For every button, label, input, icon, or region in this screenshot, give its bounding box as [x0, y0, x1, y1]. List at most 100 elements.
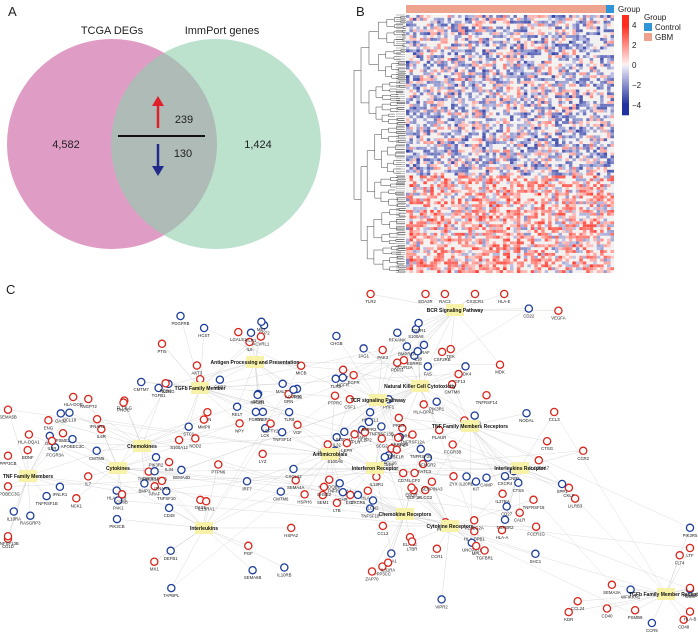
heatmap-cell	[579, 207, 583, 210]
heatmap-cell	[596, 181, 601, 185]
heatmap-cell	[607, 158, 611, 162]
heatmap-cell	[430, 161, 434, 165]
gene-label: PDGFRB	[172, 321, 190, 326]
heatmap-cell	[496, 166, 500, 170]
heatmap-cell	[586, 264, 590, 268]
heatmap-cell	[440, 66, 445, 70]
heatmap-cell	[409, 178, 413, 182]
gene-node	[502, 502, 511, 511]
gene-label: HLA-A	[496, 535, 509, 540]
gene-label: VIPR2	[435, 604, 448, 609]
heatmap-cell	[572, 227, 576, 230]
heatmap-cell	[409, 158, 413, 162]
heatmap-cell	[541, 264, 545, 268]
heatmap-cell	[409, 95, 413, 99]
heatmap-cell	[541, 35, 545, 38]
hub-node	[19, 470, 37, 482]
network-edges	[7, 293, 691, 624]
heatmap-cell	[492, 32, 497, 36]
heatmap-cell	[568, 161, 573, 165]
color-scale-step	[622, 75, 629, 78]
heatmap-cell	[575, 178, 580, 182]
network-edge	[7, 467, 521, 487]
heatmap-cell	[589, 20, 594, 24]
heatmap-cell	[551, 144, 556, 147]
heatmap-cell	[475, 89, 479, 93]
heatmap-cell	[600, 187, 604, 190]
heatmap-cell	[537, 126, 542, 130]
heatmap-cell	[458, 198, 462, 202]
heatmap-cell	[485, 121, 490, 124]
heatmap-cell	[523, 46, 528, 50]
heatmap-cell	[451, 29, 455, 33]
heatmap-cell	[492, 135, 497, 139]
heatmap-cell	[458, 207, 462, 210]
hub-node	[657, 588, 675, 600]
heatmap-cell	[409, 58, 413, 61]
heatmap-cell	[572, 29, 576, 33]
heatmap-cell	[537, 40, 542, 44]
heatmap-cell	[409, 184, 413, 187]
heatmap-cell	[548, 189, 552, 193]
heatmap-cell	[551, 75, 556, 79]
heatmap-cell	[444, 135, 448, 139]
heatmap-cell	[520, 69, 524, 73]
heatmap-cell	[437, 192, 441, 196]
heatmap-cell	[489, 118, 493, 122]
heatmap-cell	[416, 15, 420, 18]
heatmap-cell	[468, 181, 472, 185]
heatmap-cell	[558, 144, 562, 147]
heatmap-cell	[489, 29, 493, 33]
heatmap-cell	[513, 250, 517, 253]
heatmap-cell	[412, 66, 417, 70]
heatmap-cell	[544, 261, 549, 265]
heatmap-cell	[451, 78, 455, 81]
heatmap-cell	[516, 264, 521, 268]
heatmap-cell	[530, 252, 535, 256]
heatmap-cell	[475, 144, 479, 147]
network-edge	[568, 593, 667, 613]
heatmap-cell	[454, 78, 458, 81]
heatmap-cell	[430, 89, 434, 93]
heatmap-cell	[603, 152, 608, 156]
heatmap-cell	[558, 209, 562, 213]
heatmap-cell	[454, 35, 458, 38]
heatmap-cell	[568, 172, 573, 176]
heatmap-cell	[499, 175, 504, 179]
network-edge	[96, 425, 471, 451]
heatmap-cell	[412, 164, 417, 167]
gene-node	[434, 425, 444, 435]
heatmap-cell	[471, 23, 476, 27]
heatmap-cell	[586, 255, 590, 259]
heatmap-cell	[499, 195, 504, 199]
heatmap-cell	[426, 92, 431, 96]
color-scale-step	[622, 39, 629, 42]
heatmap-cell	[454, 66, 458, 70]
network-edge	[154, 467, 521, 472]
heatmap-cell	[433, 121, 438, 124]
heatmap-cell	[430, 209, 434, 213]
heatmap-cell	[416, 123, 420, 127]
heatmap-cell	[423, 109, 427, 113]
heatmap-cell	[558, 123, 562, 127]
heatmap-cell	[610, 198, 614, 202]
heatmap-cell	[492, 178, 497, 182]
heatmap-cell	[447, 178, 452, 182]
gene-node	[377, 422, 386, 431]
heatmap-cell	[468, 55, 472, 58]
heatmap-cell	[440, 58, 445, 61]
heatmap-cell	[520, 58, 524, 61]
color-scale-step	[622, 89, 629, 92]
heatmap-cell	[471, 75, 476, 79]
heatmap-cell	[447, 52, 452, 56]
heatmap-cell	[444, 37, 448, 41]
heatmap-cell	[433, 158, 438, 162]
heatmap-cell	[537, 138, 542, 142]
heatmap-cell	[520, 112, 524, 116]
hub-label: BCR Signaling Pathway	[427, 308, 484, 314]
heatmap-cell	[492, 187, 497, 190]
heatmap-cell	[458, 149, 462, 153]
heatmap-cell	[478, 66, 483, 70]
gene-label: TNFSF10	[157, 496, 176, 501]
heatmap-cell	[523, 126, 528, 130]
